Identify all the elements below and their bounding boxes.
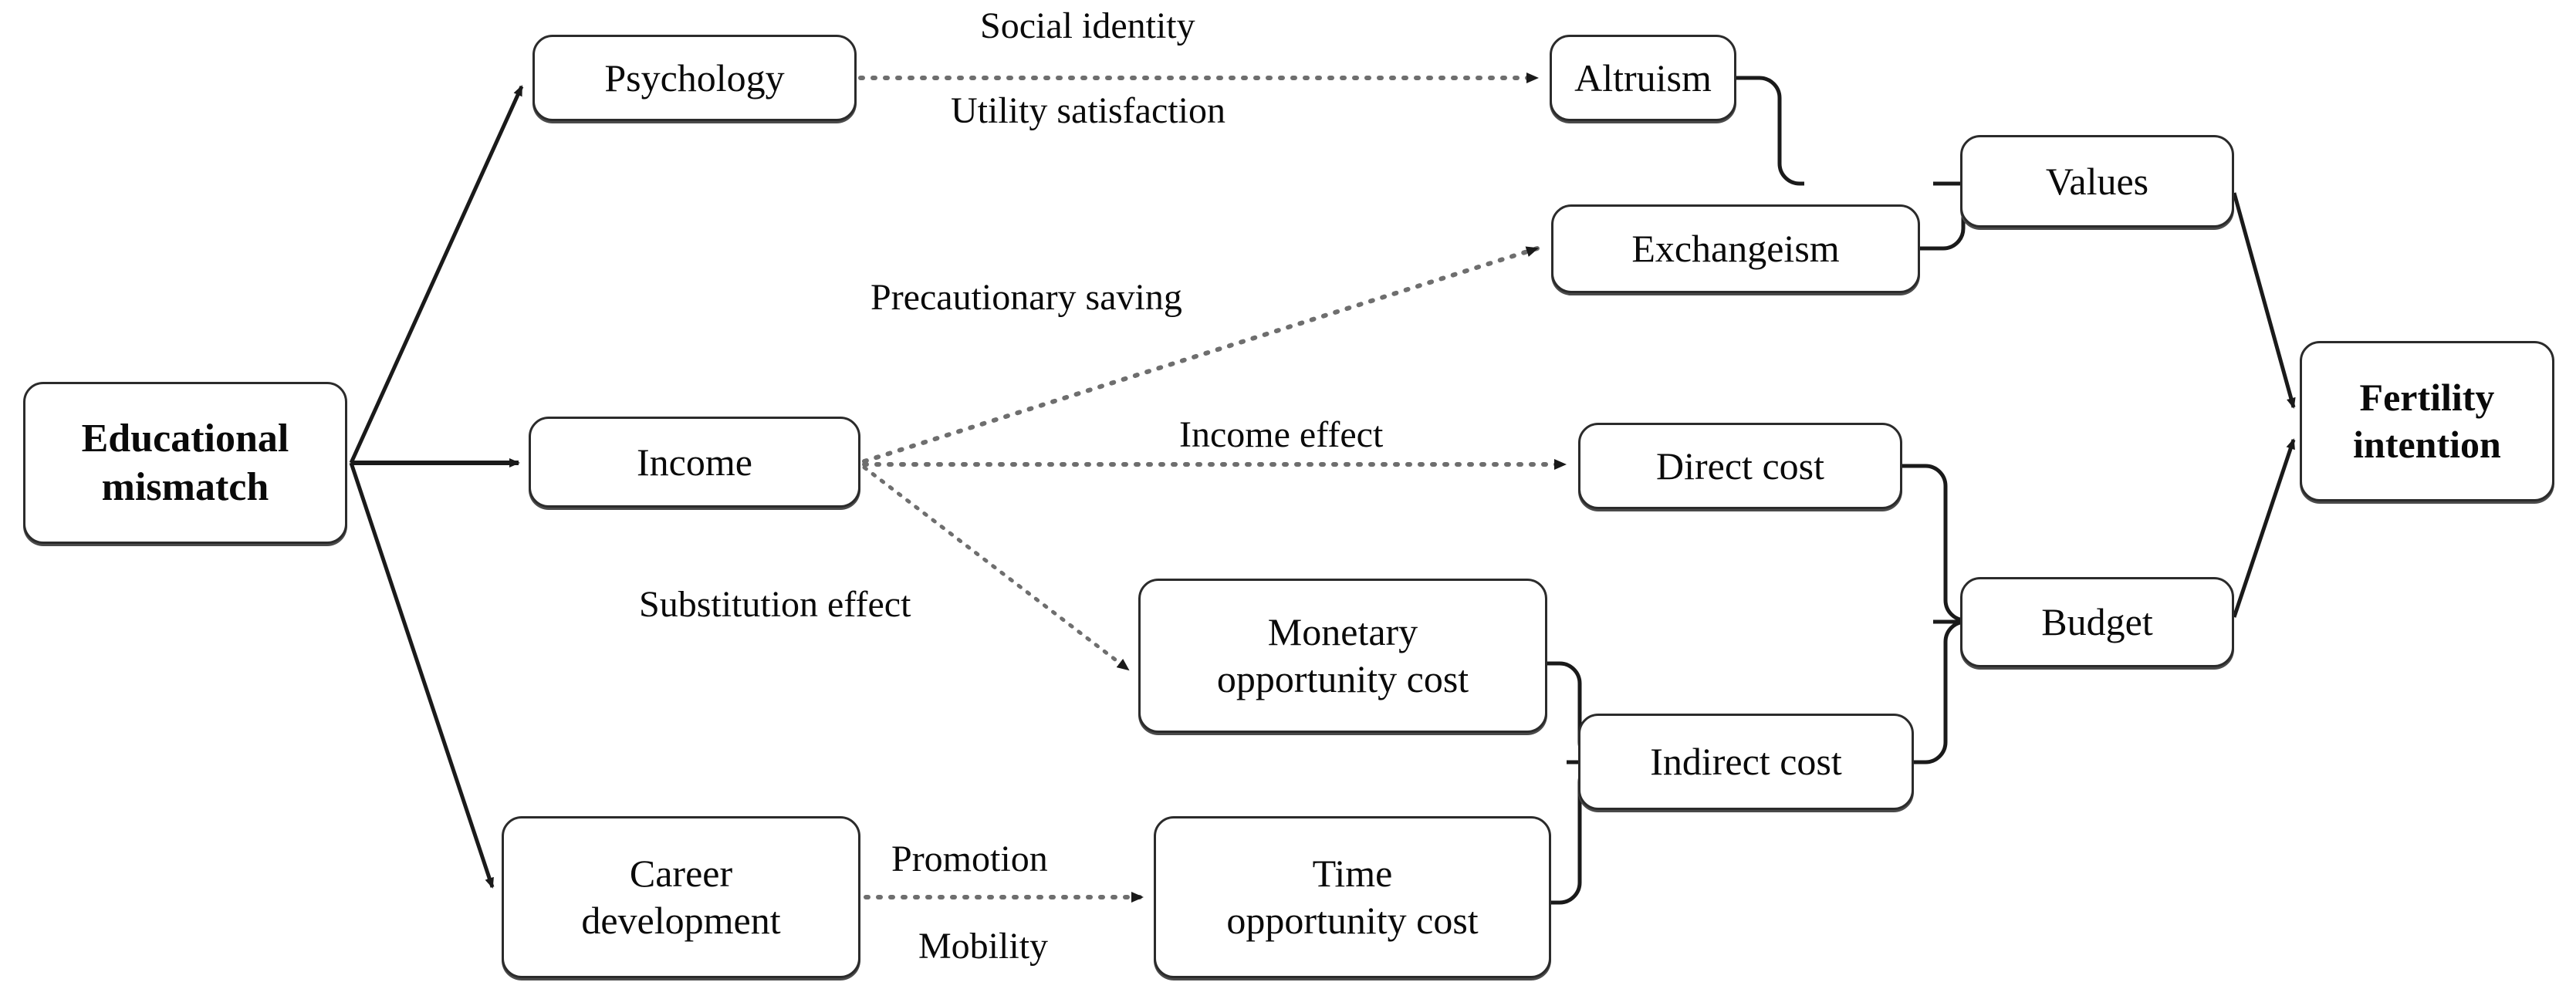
node-indirect-cost[interactable]: Indirect cost <box>1578 714 1914 810</box>
edge-educational-mismatch-to-psychology <box>349 85 524 464</box>
edge-label-mobility: Mobility <box>918 926 1049 967</box>
node-income[interactable]: Income <box>529 417 860 508</box>
edge-educational-mismatch-to-career-development <box>349 462 495 889</box>
node-label-income: Income <box>637 440 752 484</box>
node-career-development[interactable]: Career development <box>502 816 860 978</box>
node-label-career-development: Career development <box>581 852 781 942</box>
node-altruism[interactable]: Altruism <box>1550 35 1736 121</box>
node-label-fertility-intention: Fertility intention <box>2353 376 2501 466</box>
node-label-time-opportunity-cost: Time opportunity cost <box>1226 852 1479 942</box>
node-values[interactable]: Values <box>1960 135 2234 228</box>
node-label-direct-cost: Direct cost <box>1656 444 1824 488</box>
edge-label-income-effect: Income effect <box>1179 414 1384 455</box>
node-fertility-intention[interactable]: Fertility intention <box>2300 341 2554 501</box>
node-label-psychology: Psychology <box>604 56 785 100</box>
bracket-costs-to-budget <box>1902 464 1970 764</box>
node-monetary-opportunity-cost[interactable]: Monetary opportunity cost <box>1138 579 1547 733</box>
edge-values-to-fertility-intention <box>2232 192 2296 409</box>
node-label-exchangeism: Exchangeism <box>1631 227 1840 270</box>
node-label-educational-mismatch: Educational mismatch <box>81 416 289 509</box>
node-label-monetary-opportunity-cost: Monetary opportunity cost <box>1216 610 1469 700</box>
edge-label-social-identity: Social identity <box>980 5 1195 46</box>
node-label-values: Values <box>2045 159 2149 203</box>
node-label-altruism: Altruism <box>1574 56 1712 100</box>
node-educational-mismatch[interactable]: Educational mismatch <box>23 382 347 544</box>
edge-income-to-monetary-opportunity-cost <box>862 465 1131 672</box>
edge-label-promotion: Promotion <box>891 839 1048 879</box>
edge-budget-to-fertility-intention <box>2232 438 2296 618</box>
node-label-indirect-cost: Indirect cost <box>1650 740 1842 783</box>
node-budget[interactable]: Budget <box>1960 577 2234 667</box>
node-time-opportunity-cost[interactable]: Time opportunity cost <box>1154 816 1551 978</box>
node-label-budget: Budget <box>2041 600 2153 643</box>
node-psychology[interactable]: Psychology <box>532 35 857 121</box>
edge-label-substitution-effect: Substitution effect <box>639 584 911 625</box>
node-direct-cost[interactable]: Direct cost <box>1578 423 1902 509</box>
edge-label-utility-satisfaction: Utility satisfaction <box>951 90 1225 131</box>
node-exchangeism[interactable]: Exchangeism <box>1551 204 1920 293</box>
edge-label-precautionary-saving: Precautionary saving <box>870 277 1182 318</box>
